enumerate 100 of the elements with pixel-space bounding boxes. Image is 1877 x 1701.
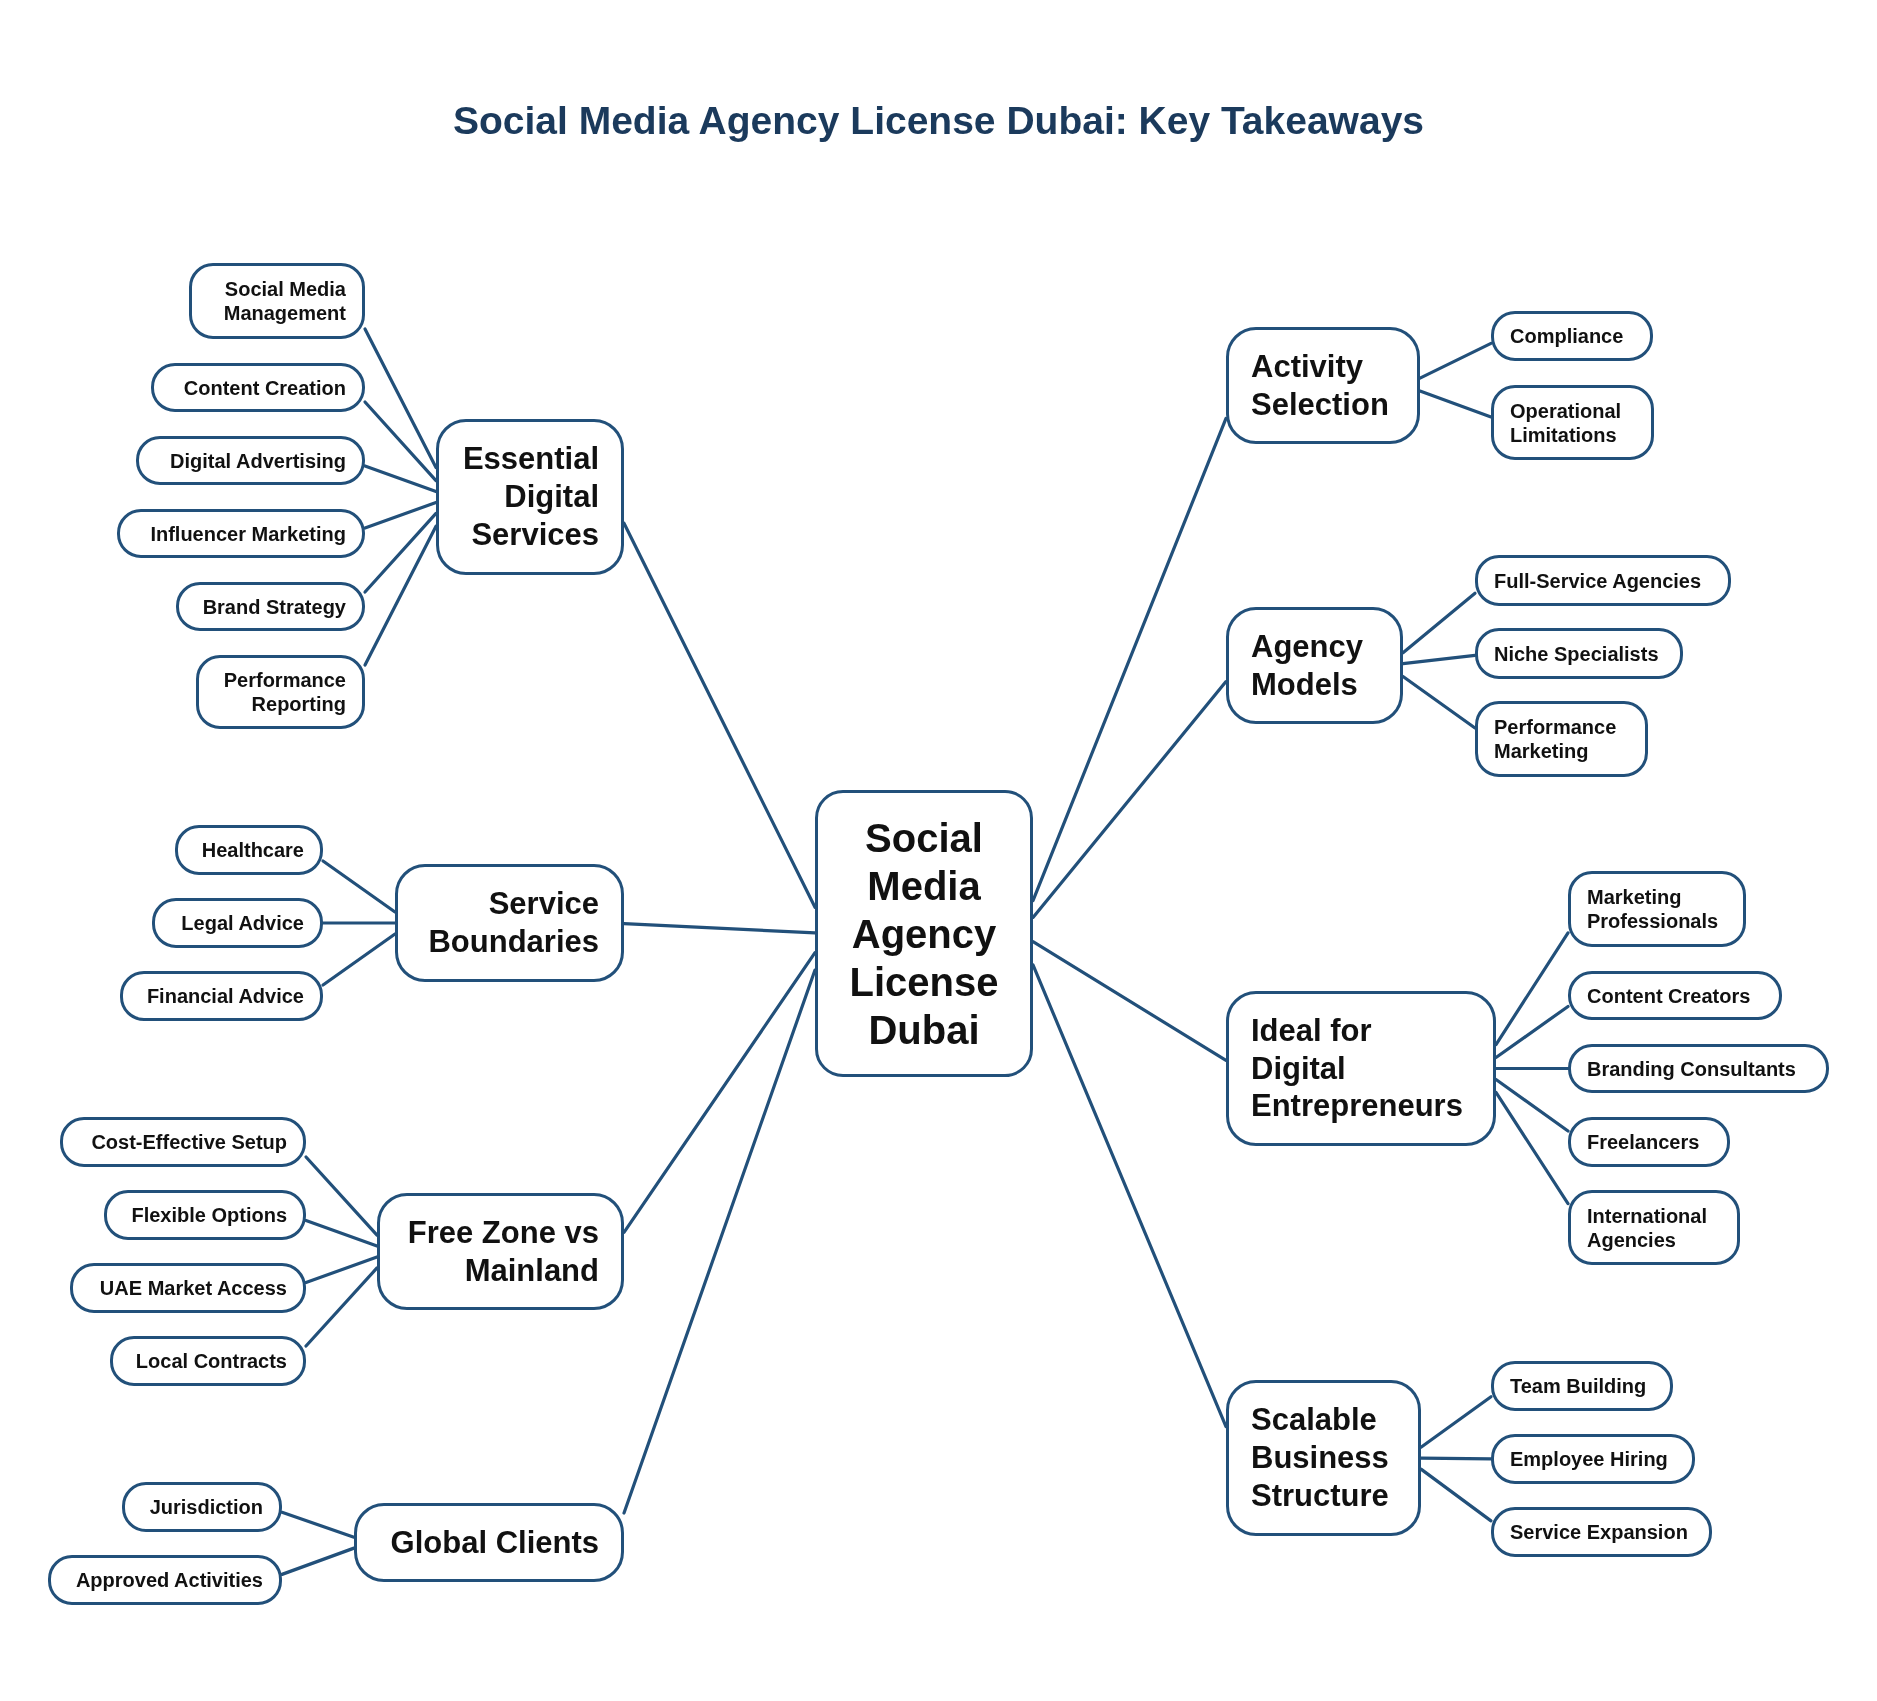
subtopic-pill xyxy=(1475,628,1683,679)
connector-line xyxy=(321,859,397,914)
connector-line xyxy=(622,922,817,935)
subtopic-pill xyxy=(176,582,365,631)
connector-line xyxy=(363,464,438,494)
subtopic-pill xyxy=(104,1190,306,1240)
subtopic-label: Niche Specialists xyxy=(1494,641,1659,666)
subtopic-pill xyxy=(151,363,365,412)
connector-line xyxy=(363,500,438,530)
branch-topic-box xyxy=(354,1503,624,1582)
connector-line xyxy=(1494,1004,1570,1060)
connector-line xyxy=(1401,591,1477,655)
subtopic-label: Performance Reporting xyxy=(222,668,346,716)
subtopic-pill xyxy=(1491,311,1653,361)
subtopic-label: Content Creators xyxy=(1587,983,1751,1008)
subtopic-label: Service Expansion xyxy=(1510,1520,1688,1544)
branch-topic-label: Essential Digital Services xyxy=(461,440,599,554)
connector-line xyxy=(1494,1077,1570,1133)
connector-line xyxy=(363,524,438,667)
subtopic-pill xyxy=(48,1555,282,1605)
subtopic-label: Freelancers xyxy=(1587,1130,1700,1154)
branch-topic-box xyxy=(395,864,624,982)
connector-line xyxy=(1494,1066,1570,1071)
subtopic-pill xyxy=(189,263,365,339)
subtopic-label: Local Contracts xyxy=(135,1349,287,1373)
subtopic-label: Employee Hiring xyxy=(1510,1447,1668,1471)
subtopic-label: Content Creation xyxy=(183,375,346,400)
subtopic-pill xyxy=(196,655,365,729)
subtopic-pill xyxy=(120,971,323,1021)
subtopic-label: Influencer Marketing xyxy=(150,521,346,546)
connector-line xyxy=(1031,963,1228,1429)
branch-topic-box xyxy=(436,419,624,575)
subtopic-label: Flexible Options xyxy=(131,1203,287,1227)
connector-line xyxy=(321,921,397,925)
subtopic-pill xyxy=(1475,555,1731,606)
subtopic-label: Social Media Management xyxy=(222,277,346,325)
connector-line xyxy=(1419,1467,1493,1523)
diagram-title: Social Media Agency License Dubai: Key Takeaways xyxy=(452,98,1425,144)
connector-line xyxy=(304,1255,379,1285)
connector-line xyxy=(1031,940,1228,1062)
connector-line xyxy=(622,968,817,1515)
subtopic-pill xyxy=(1568,1044,1829,1093)
connector-line xyxy=(1418,389,1493,419)
subtopic-label: Healthcare xyxy=(201,838,304,862)
subtopic-label: Performance Marketing xyxy=(1494,715,1618,763)
connector-line xyxy=(280,1510,356,1539)
connector-line xyxy=(1494,931,1570,1047)
subtopic-pill xyxy=(122,1482,282,1532)
subtopic-label: Full-Service Agencies xyxy=(1494,568,1702,593)
connector-line xyxy=(1418,341,1493,380)
branch-topic-label: Agency Models xyxy=(1251,627,1364,704)
subtopic-label: Operational Limitations xyxy=(1510,398,1623,447)
subtopic-label: Branding Consultants xyxy=(1587,1056,1796,1081)
subtopic-pill xyxy=(1568,1190,1740,1265)
subtopic-pill xyxy=(136,436,365,485)
branch-topic-box xyxy=(1226,1380,1421,1536)
subtopic-label: Jurisdiction xyxy=(149,1495,263,1519)
subtopic-label: International Agencies xyxy=(1587,1203,1708,1252)
connector-line xyxy=(304,1266,379,1348)
subtopic-pill xyxy=(1491,1434,1695,1484)
subtopic-label: Financial Advice xyxy=(146,984,304,1008)
subtopic-label: Brand Strategy xyxy=(202,594,346,619)
connector-line xyxy=(363,327,438,470)
subtopic-pill xyxy=(152,898,323,948)
connector-line xyxy=(280,1546,356,1576)
connector-line xyxy=(321,932,397,987)
subtopic-label: Approved Activities xyxy=(75,1568,263,1592)
subtopic-pill xyxy=(1491,385,1654,460)
subtopic-pill xyxy=(60,1117,306,1167)
branch-topic-box xyxy=(1226,327,1420,444)
subtopic-label: UAE Market Access xyxy=(99,1276,287,1300)
connector-line xyxy=(1494,1090,1570,1206)
connector-line xyxy=(1401,674,1477,730)
subtopic-pill xyxy=(1475,701,1648,777)
branch-topic-box xyxy=(1226,607,1403,724)
subtopic-pill xyxy=(1568,971,1782,1020)
subtopic-pill xyxy=(70,1263,306,1313)
connector-line xyxy=(304,1155,379,1237)
connector-line xyxy=(622,521,817,909)
connector-line xyxy=(1419,1395,1493,1449)
subtopic-label: Legal Advice xyxy=(181,911,304,935)
connector-line xyxy=(622,951,817,1234)
connector-line xyxy=(363,511,438,594)
branch-topic-label: Ideal for Digital Entrepreneurs xyxy=(1251,1011,1464,1126)
central-topic-box xyxy=(815,790,1033,1077)
subtopic-pill xyxy=(117,509,365,558)
connector-line xyxy=(304,1218,379,1248)
subtopic-pill xyxy=(110,1336,306,1386)
subtopic-label: Compliance xyxy=(1510,324,1624,348)
subtopic-pill xyxy=(1568,1117,1730,1167)
connector-line xyxy=(1401,653,1477,666)
central-topic-label: Social Media Agency License Dubai xyxy=(848,814,1000,1054)
branch-topic-label: Global Clients xyxy=(390,1523,599,1562)
subtopic-pill xyxy=(1491,1361,1673,1411)
connector-line xyxy=(1419,1456,1493,1461)
subtopic-label: Cost-Effective Setup xyxy=(91,1130,287,1154)
subtopic-pill xyxy=(175,825,323,875)
subtopic-pill xyxy=(1568,871,1746,947)
subtopic-label: Marketing Professionals xyxy=(1587,885,1720,933)
connector-line xyxy=(1031,416,1228,903)
